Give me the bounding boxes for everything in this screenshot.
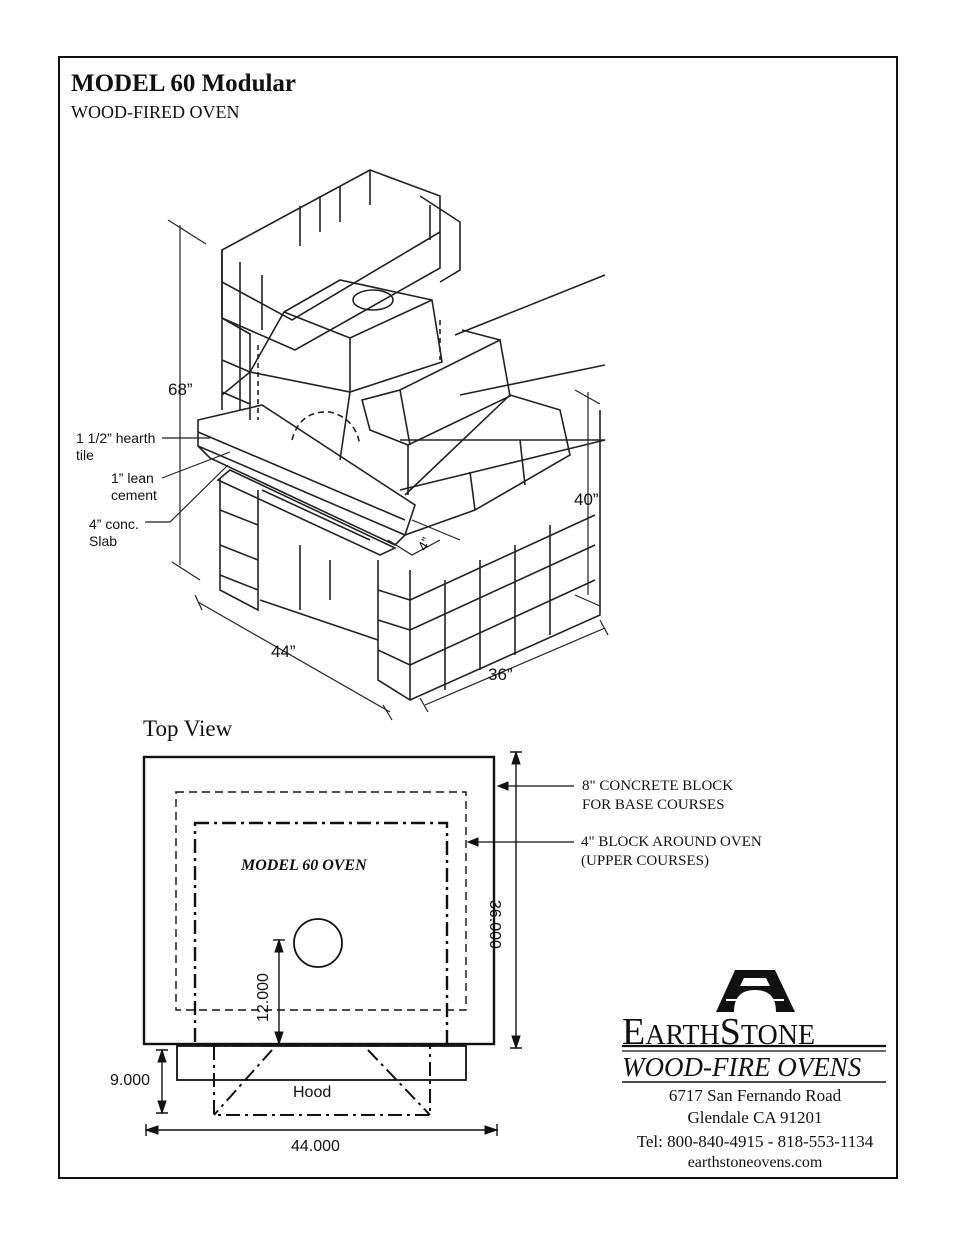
isometric-oven-sketch [145, 169, 609, 721]
flue-circle [293, 918, 343, 968]
width-44-label: 44” [271, 642, 296, 661]
oven-block-outline [193, 821, 449, 1047]
oven-block-note: 4" BLOCK AROUND OVEN (UPPER COURSES) [581, 834, 762, 869]
concrete-block-note: 8" CONCRETE BLOCK FOR BASE COURSES [582, 778, 734, 813]
address-line-2: Glendale CA 91201 [687, 1108, 823, 1127]
flue-offset-12000-label: 12.000 [255, 973, 272, 1022]
hood-depth-9000-label: 9.000 [110, 1072, 151, 1089]
website: earthstoneovens.com [687, 1154, 823, 1171]
top-view-plan [142, 750, 574, 1136]
height-40-label: 40” [574, 490, 599, 509]
conc-slab-label: 4” conc. Slab [89, 516, 139, 549]
lean-cement-label: 1” lean cement [111, 470, 157, 503]
hood-label: Hood [293, 1084, 332, 1101]
model-60-oven-label: MODEL 60 OVEN [241, 857, 367, 874]
depth-36-label: 36” [488, 665, 513, 684]
page-subtitle: WOOD-FIRED OVEN [71, 102, 240, 122]
brand-initial-e: E [622, 1011, 646, 1053]
width-44000-label: 44.000 [291, 1138, 340, 1155]
brand-tagline: WOOD-FIRE OVENS [622, 1052, 862, 1082]
depth-36000-label: 36.000 [486, 900, 503, 949]
brand-initial-s: S [719, 1011, 741, 1053]
phone-numbers: Tel: 800-840-4915 - 818-553-1134 [636, 1132, 874, 1151]
brand-rest-arth: ARTH [645, 1020, 720, 1051]
hood-outline [176, 1045, 467, 1081]
top-view-heading: Top View [143, 716, 233, 741]
brand-name: EARTHSTONE [622, 1010, 815, 1054]
base-outline [142, 755, 496, 1046]
page-border [58, 56, 898, 1179]
earthstone-logo-icon [622, 970, 886, 1083]
concrete-block-outline [175, 791, 467, 1011]
height-68-label: 68” [168, 380, 193, 399]
hearth-tile-label: 1 1/2” hearth tile [76, 430, 156, 463]
page-title: MODEL 60 Modular [71, 70, 297, 97]
address-line-1: 6717 San Fernando Road [668, 1086, 842, 1105]
brand-rest-tone: TONE [740, 1020, 816, 1051]
